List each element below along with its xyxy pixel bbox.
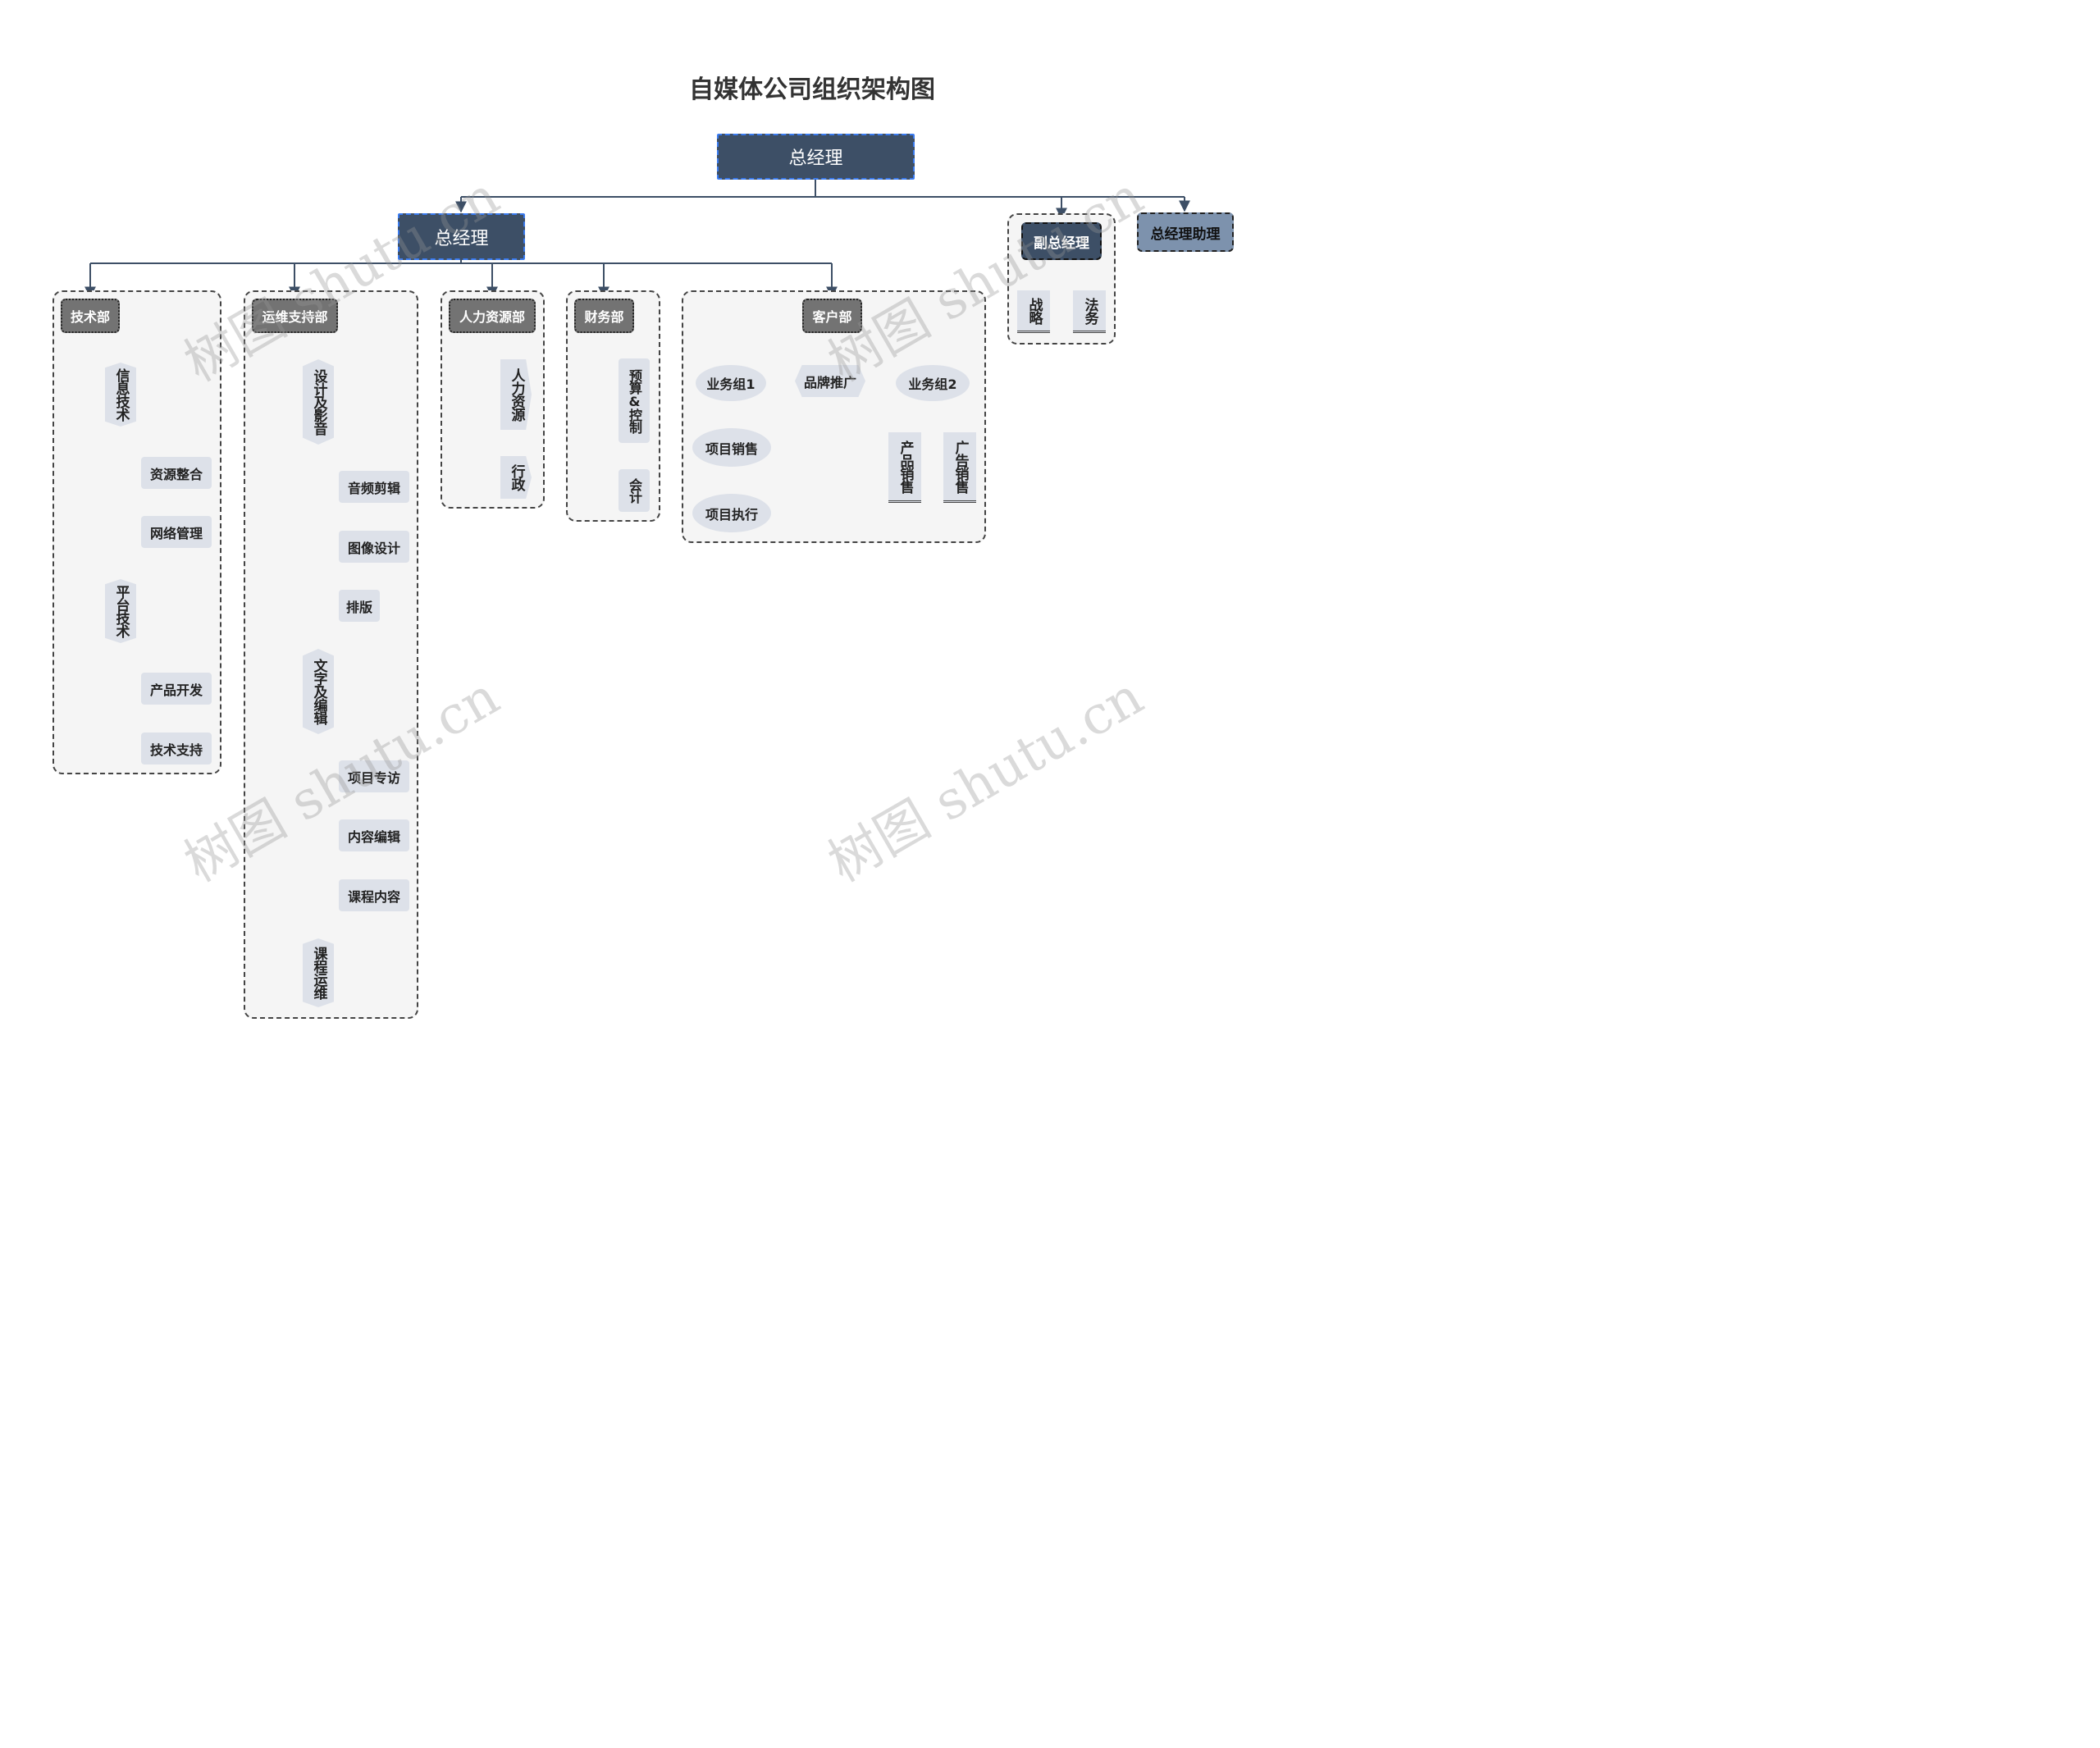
ops-dept[interactable]: 运维支持部 [252, 299, 338, 333]
tech-item-network-management[interactable]: 网络管理 [141, 516, 212, 548]
ops-item-image-design[interactable]: 图像设计 [339, 531, 409, 563]
fin-item-budget-control[interactable]: 预算&控制 [619, 358, 650, 443]
ops-item-audio-editing[interactable]: 音频剪辑 [339, 471, 409, 503]
client-item-product-sales[interactable]: 产品销售 [888, 432, 921, 503]
hr-item-administration[interactable]: 行政 [500, 456, 532, 499]
tech-item-resource-integration[interactable]: 资源整合 [141, 457, 212, 489]
tech-item-product-dev[interactable]: 产品开发 [141, 673, 212, 705]
tech-sub-platform[interactable]: 平台技术 [105, 579, 136, 643]
client-item-ad-sales[interactable]: 广告销售 [943, 432, 976, 503]
finance-dept[interactable]: 财务部 [574, 299, 634, 333]
legal-node[interactable]: 法务 [1073, 290, 1106, 333]
client-brand-promotion[interactable]: 品牌推广 [795, 365, 865, 397]
fin-item-accounting[interactable]: 会计 [619, 469, 650, 512]
hr-dept[interactable]: 人力资源部 [449, 299, 536, 333]
ops-item-course-content[interactable]: 课程内容 [339, 879, 409, 911]
client-group2[interactable]: 业务组2 [896, 365, 970, 401]
ops-sub-text-editing[interactable]: 文字及编辑 [303, 649, 334, 734]
client-group1[interactable]: 业务组1 [696, 365, 766, 401]
gm-assistant[interactable]: 总经理助理 [1137, 212, 1234, 252]
ops-sub-course-ops[interactable]: 课程运维 [303, 938, 334, 1007]
client-item-project-execution[interactable]: 项目执行 [692, 494, 771, 532]
tech-item-tech-support[interactable]: 技术支持 [141, 733, 212, 764]
tech-dept[interactable]: 技术部 [61, 299, 120, 333]
vice-general-manager[interactable]: 副总经理 [1021, 222, 1102, 260]
root-general-manager[interactable]: 总经理 [717, 134, 915, 180]
page-title: 自媒体公司组织架构图 [689, 75, 935, 104]
ops-sub-design-av[interactable]: 设计及影音 [303, 359, 334, 445]
ops-item-project-interview[interactable]: 项目专访 [339, 760, 409, 792]
ops-item-layout[interactable]: 排版 [339, 590, 380, 622]
client-item-project-sales[interactable]: 项目销售 [692, 428, 771, 467]
client-dept[interactable]: 客户部 [802, 299, 862, 333]
general-manager[interactable]: 总经理 [398, 213, 525, 260]
strategy-node[interactable]: 战略 [1017, 290, 1050, 333]
ops-item-content-editing[interactable]: 内容编辑 [339, 819, 409, 851]
hr-item-human-resources[interactable]: 人力资源 [500, 359, 532, 430]
tech-sub-it[interactable]: 信息技术 [105, 363, 136, 427]
